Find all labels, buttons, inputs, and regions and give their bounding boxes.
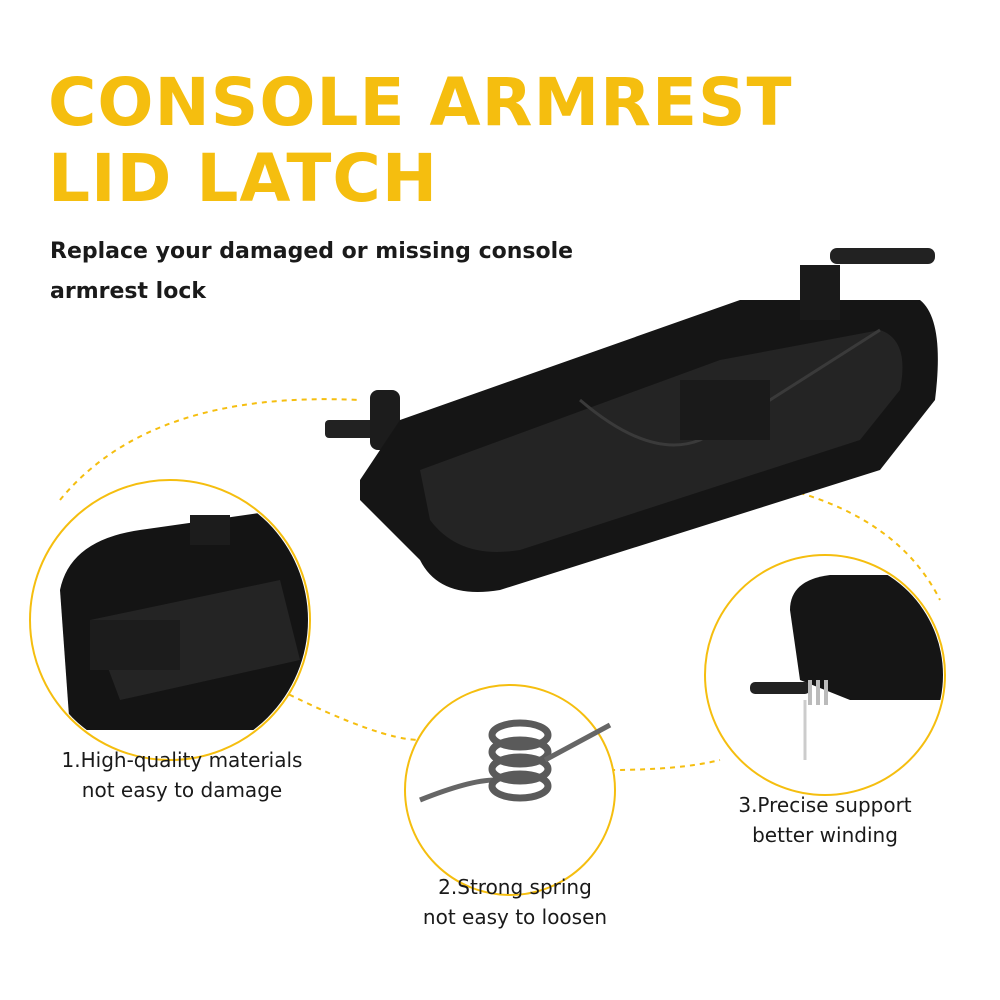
feature-caption-3: 3.Precise support better winding bbox=[710, 790, 940, 850]
feature-2-title: 2.Strong spring bbox=[438, 875, 592, 899]
connector-line bbox=[609, 759, 721, 771]
feature-2-detail: not easy to loosen bbox=[422, 905, 608, 929]
title-line-2: LID LATCH bbox=[48, 140, 439, 217]
subtitle-line-2: armrest lock bbox=[50, 279, 206, 304]
feature-3-title: 3.Precise support bbox=[738, 793, 912, 817]
subtitle-line-1: Replace your damaged or missing console bbox=[50, 239, 574, 264]
feature-caption-1: 1.High-quality materials not easy to dam… bbox=[42, 745, 322, 805]
feature-1-detail: not easy to damage bbox=[81, 778, 283, 802]
detail-circle-spring bbox=[404, 684, 616, 896]
feature-1-title: 1.High-quality materials bbox=[61, 748, 303, 772]
connector-line bbox=[279, 689, 421, 741]
feature-3-detail: better winding bbox=[752, 823, 898, 847]
connector-line bbox=[789, 489, 941, 601]
detail-circle-support bbox=[704, 554, 946, 796]
detail-circle-materials bbox=[29, 479, 311, 761]
subtitle: Replace your damaged or missing console … bbox=[50, 232, 650, 312]
latch-image bbox=[325, 248, 938, 592]
feature-caption-2: 2.Strong spring not easy to loosen bbox=[400, 872, 630, 932]
title-line-1: CONSOLE ARMREST bbox=[48, 64, 793, 141]
